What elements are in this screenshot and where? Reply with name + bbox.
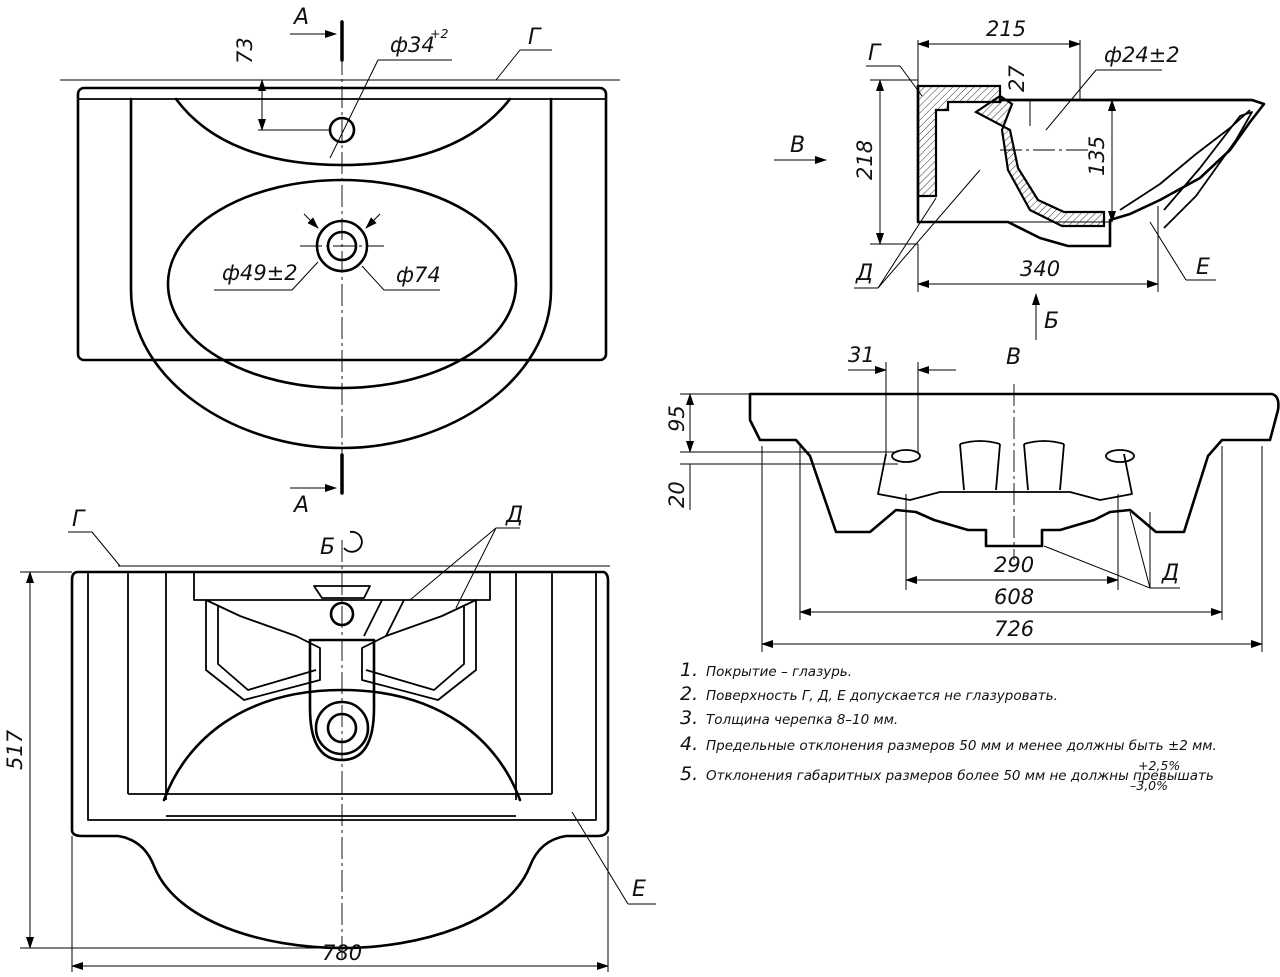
- dim-length: 340: [1020, 257, 1060, 281]
- dim-bracket: 31: [848, 343, 875, 367]
- dim-step: 20: [665, 481, 689, 508]
- section-bowl-wall: [973, 94, 1106, 228]
- top-surface-g: Г: [528, 25, 542, 50]
- dim-bowl-width: 290: [994, 553, 1034, 577]
- note-3-text: Толщина черепка 8–10 мм.: [706, 712, 898, 728]
- dim-bottom-width: 780: [322, 941, 362, 965]
- note-4-num: 4.: [680, 733, 698, 755]
- bottom-surface-g: Г: [72, 507, 86, 532]
- note-4-text: Предельные отклонения размеров 50 мм и м…: [706, 738, 1217, 754]
- note-1-text: Покрытие – глазурь.: [706, 664, 852, 680]
- section-arrow-v: В: [790, 133, 805, 158]
- bottom-surface-d: Д: [505, 503, 523, 528]
- front-view: 31 В 95 20 290 608 726 Д: [665, 343, 1280, 652]
- dim-drain-inner: ф49±2: [222, 261, 298, 285]
- dim-tap-hole-tol: +2: [430, 26, 448, 41]
- dim-tap-hole: ф34: [390, 33, 435, 57]
- front-surface-d: Д: [1161, 561, 1179, 586]
- note-1-num: 1.: [680, 659, 698, 681]
- dim-inner-width: 608: [994, 585, 1034, 609]
- section-arrow-b: Б: [1044, 309, 1059, 334]
- dim-drain-outer: ф74: [396, 263, 441, 287]
- note-5-text: Отклонения габаритных размеров более 50 …: [706, 768, 1214, 784]
- dim-height: 218: [853, 140, 877, 180]
- note-3-num: 3.: [680, 707, 698, 729]
- front-bracket-left: [891, 449, 921, 463]
- bottom-surface-e: Е: [632, 877, 646, 902]
- section-surface-g: Г: [868, 41, 882, 66]
- dim-bowl-depth: 135: [1085, 136, 1109, 176]
- section-surface-e: Е: [1196, 255, 1210, 280]
- note-5-tol-minus: –3,0%: [1130, 778, 1168, 793]
- note-5-tol-plus: +2,5%: [1138, 758, 1180, 773]
- bottom-view: Б Г Д Е 517 780: [3, 503, 656, 972]
- section-view: 215 27 ф24±2 218 135 340 Г В Д Е Б: [774, 17, 1266, 340]
- bottom-view-label: Б: [320, 535, 335, 560]
- front-outline: [748, 392, 1280, 548]
- top-view: А А 73 ф34 +2 Г ф49±2 ф74: [60, 5, 620, 518]
- dim-overflow: 27: [1005, 65, 1029, 92]
- dim-overall-width: 726: [994, 617, 1034, 641]
- front-view-label: В: [1006, 345, 1021, 370]
- dim-tap-offset: 73: [233, 37, 257, 64]
- dim-bottom-height: 517: [3, 729, 27, 770]
- notes: 1. Покрытие – глазурь. 2. Поверхность Г,…: [680, 659, 1217, 793]
- dim-overflow-hole: ф24±2: [1104, 43, 1180, 67]
- dim-depth: 215: [986, 17, 1026, 41]
- section-mark-bottom: А: [292, 493, 309, 518]
- section-surface-d: Д: [855, 261, 873, 286]
- note-2-num: 2.: [680, 683, 698, 705]
- section-wall: [916, 84, 1002, 198]
- section-outline: [916, 84, 1266, 248]
- top-view-bowl-outline: [129, 97, 553, 450]
- note-5-num: 5.: [680, 763, 698, 785]
- section-mark-top: А: [292, 5, 309, 30]
- note-2-text: Поверхность Г, Д, Е допускается не глазу…: [706, 688, 1058, 704]
- dim-rim: 95: [665, 405, 689, 432]
- front-bracket-right: [1105, 449, 1135, 463]
